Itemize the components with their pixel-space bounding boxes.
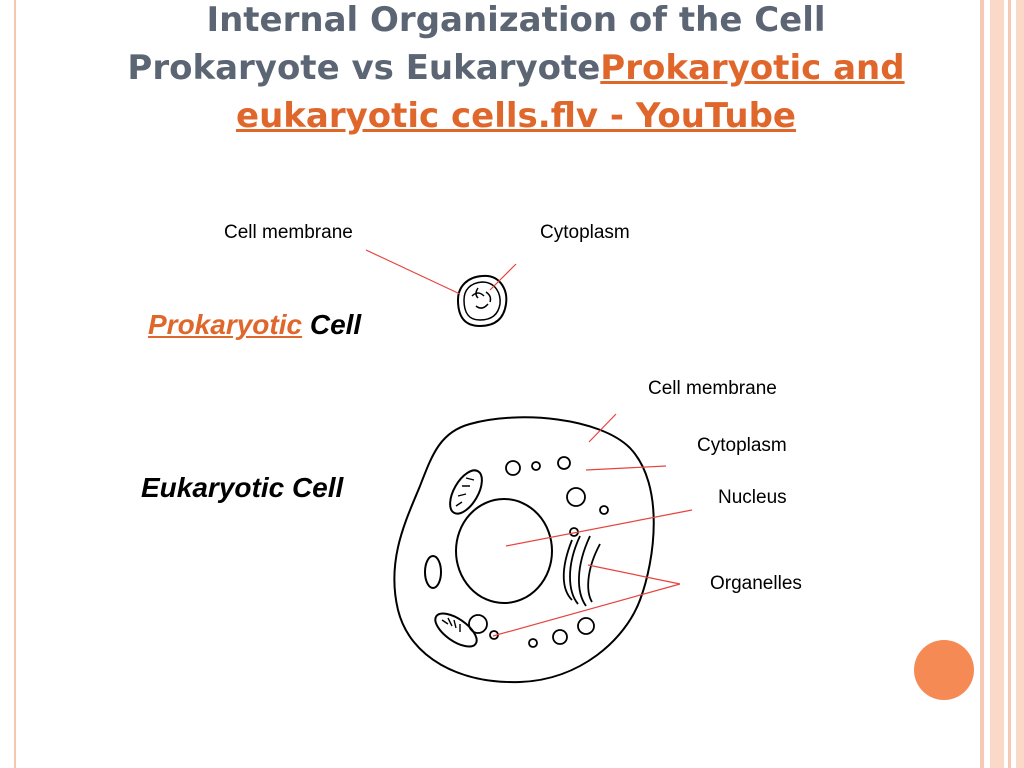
vesicles — [468, 456, 609, 648]
prokaryotic-cell-title: Prokaryotic Cell — [148, 309, 361, 341]
prokaryote-membrane-label: Cell membrane — [224, 222, 353, 243]
golgi-apparatus — [562, 535, 601, 607]
prokaryote-cytoplasm-label: Cytoplasm — [540, 222, 630, 243]
decorative-orange-circle — [914, 640, 974, 700]
title-line-2: Prokaryote vs Eukaryote — [127, 48, 601, 88]
slide-title: Internal Organization of the Cell Prokar… — [96, 0, 936, 140]
eukaryote-nucleus-label: Nucleus — [718, 487, 787, 508]
vacuole — [424, 555, 442, 589]
cell-membrane-outline — [393, 416, 655, 684]
prokaryotic-cell-drawing — [456, 274, 508, 328]
eukaryote-cytoplasm-label: Cytoplasm — [697, 435, 787, 456]
mitochondrion-top — [449, 469, 483, 515]
prokaryotic-link[interactable]: Prokaryotic — [148, 309, 303, 340]
mitochondrion-bottom — [434, 612, 478, 648]
eukaryote-membrane-label: Cell membrane — [648, 378, 777, 399]
prokaryotic-cell-word: Cell — [309, 309, 362, 340]
title-line-1: Internal Organization of the Cell — [206, 0, 826, 40]
eukaryote-organelles-label: Organelles — [710, 573, 802, 594]
frame-border-left — [14, 0, 16, 768]
prokaryote-leader-lines — [365, 249, 517, 295]
eukaryotic-cell-title: Eukaryotic Cell — [141, 472, 344, 503]
nucleus-shape — [455, 498, 553, 604]
eukaryote-leader-lines — [492, 413, 693, 637]
eukaryotic-cell-drawing — [393, 416, 655, 684]
decorative-stripes — [980, 0, 1024, 768]
youtube-link[interactable]: Prokaryotic and eukaryotic cells.flv - Y… — [236, 48, 905, 136]
